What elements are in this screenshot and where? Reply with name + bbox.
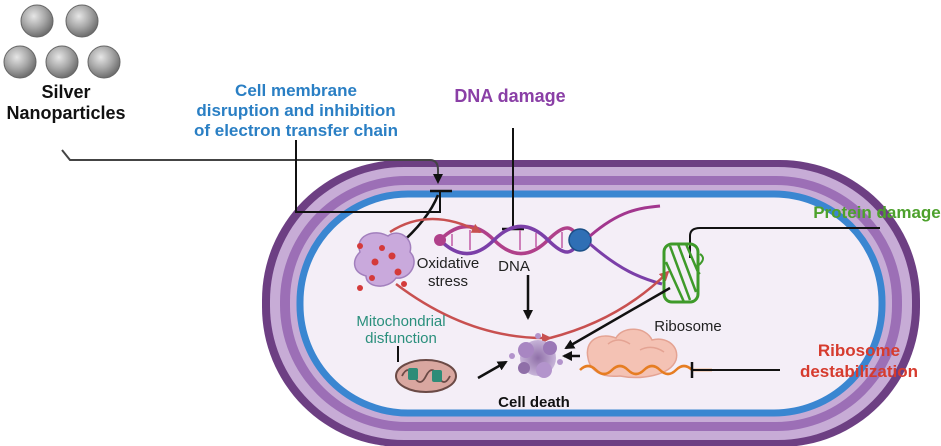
membrane-line-2: disruption and inhibition [196,101,396,120]
protein-to-death-arrow [564,286,671,350]
ribosome-label: Ribosome [654,318,722,335]
membrane-line-3: of electron transfer chain [193,121,399,140]
protein-icon [662,242,704,304]
mitochondrial-disfunction-label: Mitochondrial disfunction [346,313,456,347]
ribosome-destabilization-label: Ribosome destabilization [784,340,934,382]
cell-death-icon [509,333,563,378]
mito-line-2: disfunction [365,330,437,347]
ribo-destab-line-1: Ribosome [817,341,901,360]
dna-damage-label: DNA damage [454,86,566,106]
stress-to-death-arrow [395,283,552,344]
ox-line-1: Oxidative [416,255,480,272]
stress-to-dna-arrow [389,217,482,234]
silver-title-line-2: Nanoparticles [6,103,126,123]
cell-death-label: Cell death [498,394,570,411]
mitochondria-icon [395,359,457,393]
ribo-destab-line-2: destabilization [799,362,919,381]
mrna-strand [579,364,712,376]
nanoparticle-entry-line [61,149,443,184]
mito-to-death-arrow [477,360,508,380]
membrane-line-1: Cell membrane [235,81,357,100]
dna-label: DNA [498,258,530,275]
membrane-disruption-label: Cell membrane disruption and inhibition … [178,81,414,141]
silver-nanoparticles-title: Silver Nanoparticles [6,82,126,124]
silver-nanoparticles-icon [3,4,121,79]
membrane-inhibition-line [295,140,441,213]
protein-damage-label: Protein damage [813,203,941,222]
oxidative-stress-icon [353,232,415,291]
protein-damage-line [689,227,880,258]
silver-title-line-1: Silver [41,82,91,102]
death-to-protein-arrow [549,270,670,340]
oxidative-stress-label: Oxidative stress [408,255,488,291]
ox-line-2: stress [427,273,468,290]
mito-line-1: Mitochondrial [356,313,446,330]
